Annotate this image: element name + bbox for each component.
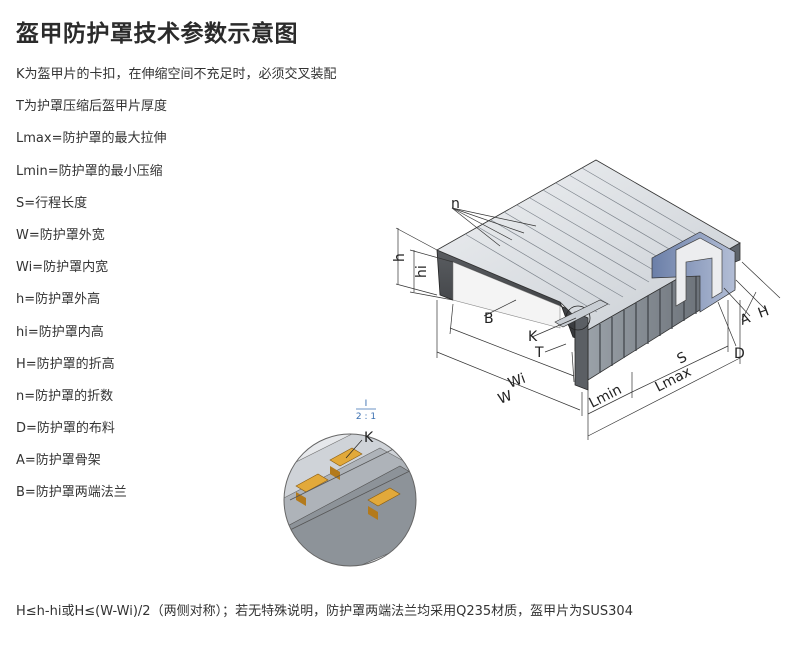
detail-buckles [295, 447, 401, 520]
detail-view: I 2 : 1 K [283, 399, 417, 567]
definition-item: D=防护罩的布料 [16, 421, 115, 437]
label-hi: hi [414, 265, 430, 278]
label-lmax: Lmax [653, 364, 694, 396]
definition-item: H=防护罩的折高 [16, 356, 115, 372]
detail-ref: I [365, 399, 368, 409]
dimension-lines [395, 207, 781, 440]
label-w: W [496, 388, 515, 408]
detail-scale: 2 : 1 [356, 412, 376, 422]
definition-item: n=防护罩的折数 [16, 388, 114, 404]
footer-note: H≤h-hi或H≤(W-Wi)/2（两侧对称）；若无特殊说明，防护罩两端法兰均采… [16, 604, 633, 619]
label-lmin: Lmin [587, 382, 625, 412]
definition-item: hi=防护罩内高 [16, 324, 104, 340]
front-opening [452, 261, 561, 329]
label-k: K [528, 329, 538, 345]
page-title: 盔甲防护罩技术参数示意图 [16, 21, 298, 47]
definition-item: K为盔甲片的卡扣，在伸缩空间不充足时，必须交叉装配 [16, 67, 337, 82]
label-n: n [451, 196, 460, 212]
buckle-strip [554, 299, 609, 328]
label-h-fold: H [756, 303, 771, 322]
side-pleat-lines [599, 254, 721, 373]
definition-item: W=防护罩外宽 [16, 227, 105, 243]
definition-item: Lmax=防护罩的最大拉伸 [16, 131, 167, 147]
cover-body [436, 159, 741, 391]
label-s: S [675, 349, 690, 367]
definition-item: h=防护罩外高 [16, 292, 101, 308]
label-d: D [734, 346, 745, 362]
definition-item: Wi=防护罩内宽 [16, 260, 109, 276]
definition-item: A=防护罩骨架 [16, 453, 101, 469]
skeleton-frame [675, 237, 723, 307]
detail-circle [283, 433, 417, 567]
detail-label-k: K [364, 430, 374, 446]
definition-item: Lmin=防护罩的最小压缩 [16, 163, 163, 179]
label-b: B [484, 311, 494, 327]
definition-item: T为护罩压缩后盔甲片厚度 [16, 99, 167, 115]
definition-item: S=行程长度 [16, 195, 88, 211]
side-flange [574, 311, 589, 391]
pleat-lines [464, 167, 715, 313]
definition-list: K为盔甲片的卡扣，在伸缩空间不充足时，必须交叉装配 T为护罩压缩后盔甲片厚度 L… [16, 66, 396, 517]
label-t: T [534, 345, 544, 361]
label-h: h [392, 253, 408, 262]
definition-item: B=防护罩两端法兰 [16, 485, 127, 501]
label-wi: Wi [506, 371, 528, 392]
